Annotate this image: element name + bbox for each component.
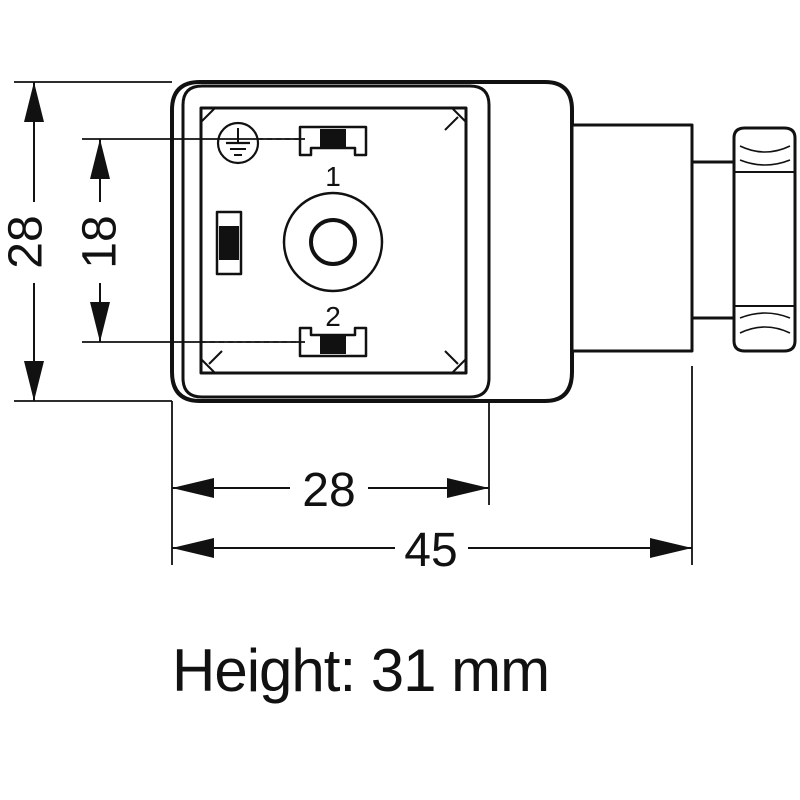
pin-leader-lines xyxy=(201,138,300,343)
pin-1-contact xyxy=(298,125,368,157)
hex-nut-icon xyxy=(732,126,797,353)
height-caption: Height: 31 mm xyxy=(172,637,550,704)
pin-2-contact xyxy=(298,326,368,358)
ground-icon xyxy=(216,121,260,165)
central-screw-icon xyxy=(282,191,384,293)
pin-2-label: 2 xyxy=(325,301,341,332)
dim-overall-length: 45 xyxy=(404,524,457,577)
side-contact xyxy=(215,210,243,276)
cable-gland-body xyxy=(570,123,694,353)
gland-neck xyxy=(690,160,736,320)
pin-1-label: 1 xyxy=(325,161,341,192)
corner-chamfers xyxy=(200,107,467,374)
dim-body-height: 28 xyxy=(0,215,53,268)
dim-body-width: 28 xyxy=(302,464,355,517)
dim-pin-spacing: 18 xyxy=(74,215,127,268)
dimension-arrowheads xyxy=(24,82,692,558)
